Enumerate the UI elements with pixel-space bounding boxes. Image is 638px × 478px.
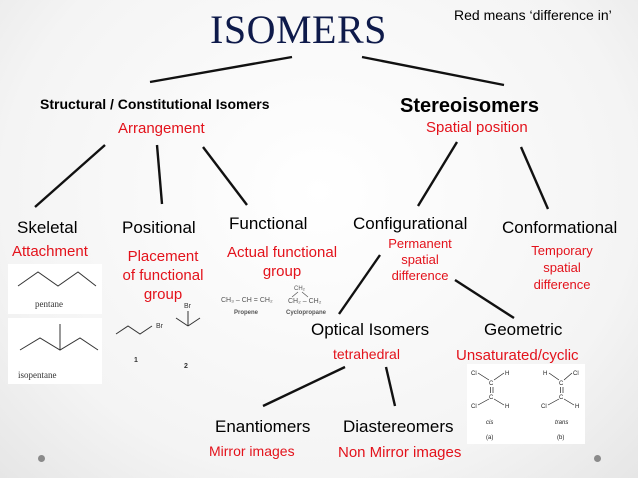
cis-a-label: (a) (486, 435, 493, 441)
isopentane-structure: isopentane (8, 318, 102, 384)
positional-bromide-structures: Br Br 1 2 (115, 303, 201, 370)
propene-formula: CH₃ – CH = CH₂ (221, 297, 273, 304)
geometric-label: Geometric (484, 320, 563, 339)
functional-isomer-structures: CH₃ – CH = CH₂ Propene CH₂ CH₂ – CH₂ Cyc… (221, 286, 327, 316)
cis-h-bottom: H (505, 404, 509, 410)
line-structural-positional (155, 144, 164, 205)
slide-dot-right (594, 455, 601, 462)
trans-c-bottom: C (559, 395, 564, 401)
bromide-1-br: Br (156, 323, 164, 330)
line-optical-enantiomers (262, 365, 346, 408)
trans-cl-top: Cl (573, 371, 579, 377)
cis-c-top: C (489, 381, 494, 387)
trans-h-bottom: H (575, 404, 579, 410)
cis-h-top: H (505, 371, 509, 377)
cis-cl-bottom: Cl (471, 404, 477, 410)
enantiomers-label: Enantiomers (215, 417, 311, 436)
line-structural-skeletal (34, 144, 106, 208)
geometric-meaning: Unsaturated/cyclic (456, 347, 579, 364)
line-config-optical (338, 254, 381, 315)
conformational-meaning: Temporary spatial difference (531, 243, 593, 292)
stereo-meaning: Spatial position (426, 119, 528, 136)
cyclopropane-name: Cyclopropane (286, 310, 327, 316)
trans-c-top: C (559, 381, 564, 387)
functional-meaning: Actual functional group (226, 244, 338, 280)
line-stereo-configurational (416, 141, 459, 207)
line-structural-functional (202, 146, 248, 206)
optical-meaning: tetrahedral (333, 346, 400, 362)
structural-meaning: Arrangement (118, 120, 205, 137)
trans-label: trans (555, 420, 568, 426)
line-optical-diastereomers (384, 366, 397, 407)
skeletal-label: Skeletal (17, 218, 78, 237)
bromide-2-number: 2 (184, 363, 188, 370)
skeletal-meaning: Attachment (12, 243, 88, 260)
propene-name: Propene (234, 310, 259, 316)
positional-label: Positional (122, 218, 196, 237)
bromide-1-number: 1 (134, 357, 138, 364)
configurational-meaning: Permanent spatial difference (388, 236, 452, 283)
slide-dot-left (38, 455, 45, 462)
cis-c-bottom: C (489, 395, 494, 401)
isopentane-name: isopentane (18, 370, 57, 380)
cyclopropane-top: CH₂ (294, 286, 306, 292)
stereoisomers-label: Stereoisomers (400, 95, 539, 117)
enantiomers-meaning: Mirror images (209, 443, 295, 459)
line-config-geometric (454, 278, 515, 320)
trans-h-top: H (543, 371, 547, 377)
cis-cl-top: Cl (471, 371, 477, 377)
cyclopropane-formula: CH₂ – CH₂ (288, 298, 322, 305)
cis-label: cis (486, 420, 493, 426)
page-title: ISOMERS (210, 7, 387, 52)
configurational-label: Configurational (353, 214, 468, 233)
bromide-2-br: Br (184, 303, 192, 310)
diastereomers-meaning: Non Mirror images (338, 444, 462, 461)
diastereomers-label: Diastereomers (343, 417, 454, 436)
functional-label: Functional (229, 214, 308, 233)
color-legend-note: Red means ‘difference in’ (454, 7, 612, 23)
trans-b-label: (b) (557, 435, 564, 441)
positional-meaning: Placement of functional group (122, 248, 204, 303)
line-isomers-stereo (361, 55, 505, 87)
cis-trans-structures: Cl H C C Cl H cis (a) H Cl C C Cl H tran… (467, 364, 585, 444)
line-isomers-structural (149, 55, 293, 84)
pentane-name: pentane (35, 299, 63, 309)
optical-isomers-label: Optical Isomers (311, 320, 430, 339)
pentane-structure: pentane (8, 264, 102, 314)
trans-cl-bottom: Cl (541, 404, 547, 410)
structural-isomers-label: Structural / Constitutional Isomers (40, 96, 270, 112)
line-stereo-conformational (519, 146, 550, 210)
conformational-label: Conformational (502, 218, 618, 237)
